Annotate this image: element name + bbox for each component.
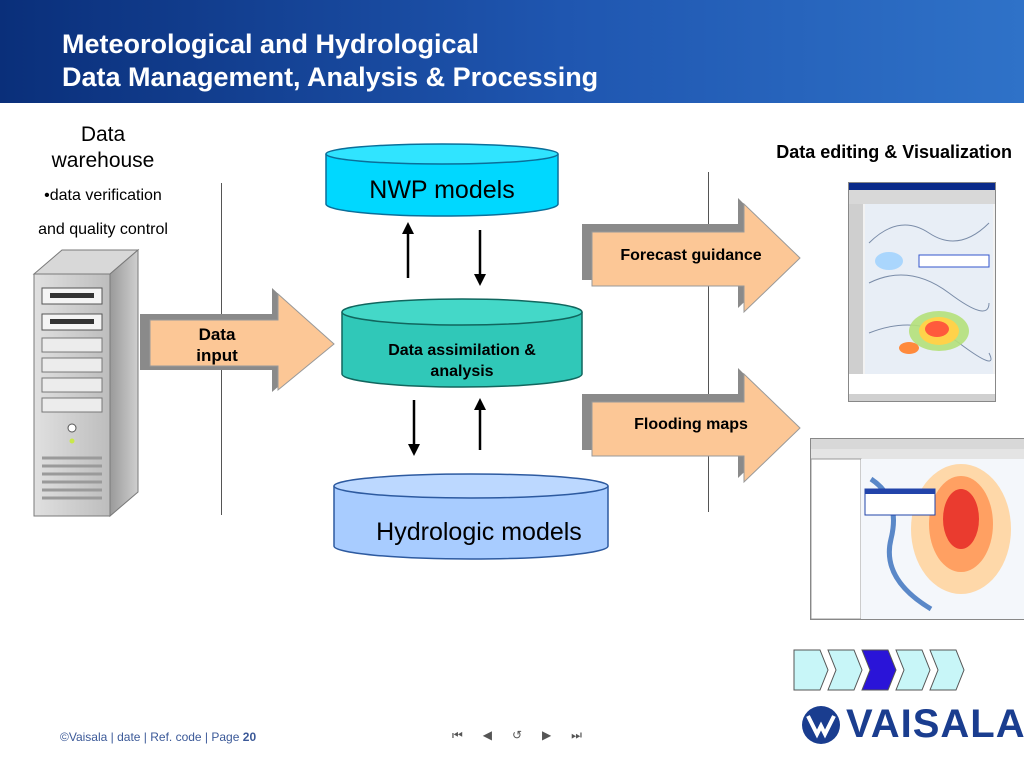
warehouse-bullet-line-2: and quality control	[38, 221, 168, 238]
footer: ©Vaisala | date | Ref. code | Page 20	[60, 730, 256, 744]
last-slide-icon[interactable]: ⏭	[571, 728, 582, 742]
header-banner	[0, 0, 1024, 103]
server-tower-icon	[32, 248, 140, 518]
warehouse-bullet-line-1: •data verification	[44, 187, 162, 204]
flooding-maps-label: Flooding maps	[634, 416, 748, 433]
progress-indicator	[793, 649, 965, 691]
progress-step-3	[861, 649, 897, 691]
title-line-1: Meteorological and Hydrological	[62, 29, 480, 59]
slide-navigation: ⏮ ◀ ↺ ▶ ⏭	[452, 728, 582, 743]
data-input-line-1: Data	[198, 325, 236, 344]
nwp-label: NWP models	[369, 176, 515, 204]
divider-right	[708, 172, 709, 512]
vaisala-logo-icon	[802, 706, 840, 744]
title-line-2: Data Management, Analysis & Processing	[62, 62, 599, 92]
nwp-exchange-arrows	[402, 222, 486, 286]
warehouse-title-line-1: Data	[80, 123, 126, 146]
hydrologic-exchange-arrows	[408, 398, 486, 456]
footer-text: ©Vaisala | date | Ref. code | Page	[60, 730, 240, 744]
hydrologic-label: Hydrologic models	[376, 518, 582, 546]
progress-step-2	[827, 649, 863, 691]
hydrologic-label-wrap: Hydrologic models	[340, 518, 618, 547]
data-input-label: Data input	[172, 324, 262, 366]
assimilation-cylinder	[341, 298, 583, 388]
page-title: Meteorological and Hydrological Data Man…	[62, 28, 598, 94]
return-icon[interactable]: ↺	[511, 728, 523, 742]
meteorologic-editor-screenshot	[848, 182, 996, 402]
assimilation-line-2: analysis	[430, 363, 494, 380]
assimilation-label: Data assimilation & analysis	[340, 340, 584, 382]
forecast-guidance-arrow	[582, 198, 801, 314]
first-slide-icon[interactable]: ⏮	[452, 728, 463, 742]
progress-step-1	[793, 649, 829, 691]
nwp-cylinder	[325, 143, 559, 217]
assimilation-line-1: Data assimilation &	[388, 342, 536, 359]
footer-page-number: 20	[242, 730, 257, 744]
hydrologic-cylinder	[333, 473, 609, 560]
data-input-arrow	[140, 288, 335, 392]
flood-map-screenshot	[810, 438, 1024, 620]
progress-step-5	[929, 649, 965, 691]
forecast-guidance-label: Forecast guidance	[620, 247, 762, 264]
nwp-label-wrap: NWP models	[324, 176, 560, 205]
next-slide-icon[interactable]: ▶	[541, 728, 552, 742]
progress-step-4	[895, 649, 931, 691]
warehouse-block: Data warehouse •data verification and qu…	[20, 122, 186, 240]
visualization-title: Data editing & Visualization	[776, 142, 1012, 162]
warehouse-title-line-2: warehouse	[51, 149, 155, 172]
previous-slide-icon[interactable]: ◀	[482, 728, 492, 742]
data-input-line-2: input	[196, 346, 238, 365]
vaisala-logo-text: VAISALA	[846, 702, 1024, 746]
flooding-maps-arrow	[582, 368, 801, 484]
